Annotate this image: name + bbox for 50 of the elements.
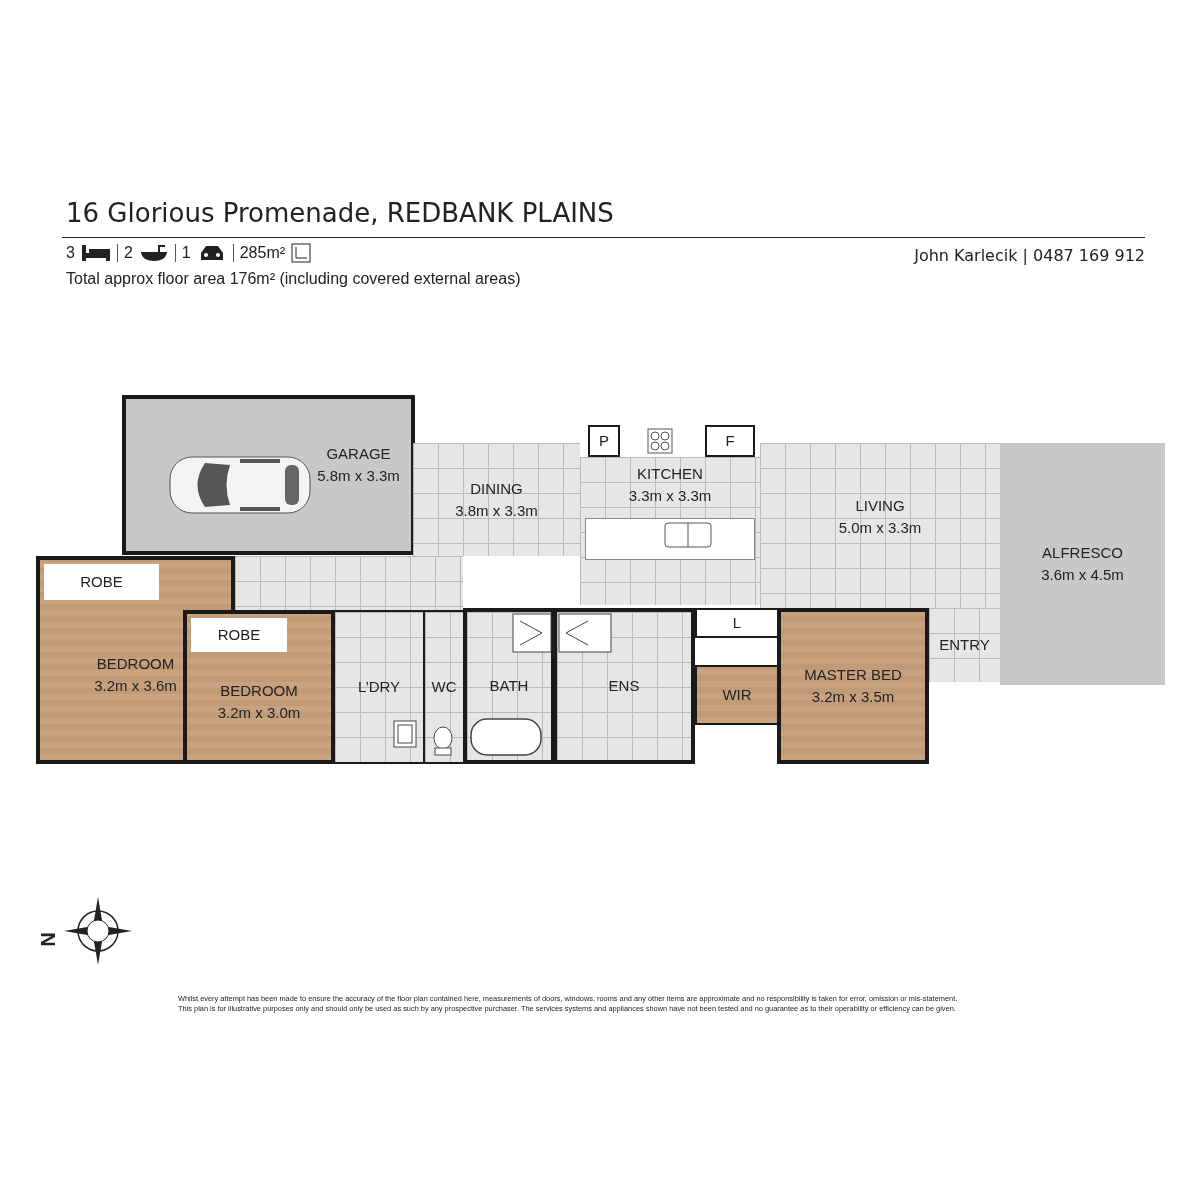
alfresco-area [1000,443,1165,685]
master-bedroom-room [777,608,929,764]
room-name: GARAGE [326,444,391,465]
laundry-room [333,610,425,764]
ensuite-room [553,608,695,764]
room-name: MASTER BED [804,665,902,686]
living-area [760,443,1000,610]
room-dimensions: 3.3m x 3.3m [628,485,712,506]
room-dimensions: 3.2m x 3.0m [217,703,301,723]
room-name: L [732,613,742,634]
room-dimensions: 3.2m x 3.5m [811,687,895,707]
room-name: ALFRESCO [1042,543,1123,564]
robe-cupboard [191,618,287,652]
room-name: BATH [489,676,529,697]
stat-value: 3 [66,244,75,262]
room-name: DINING [470,478,523,499]
fridge-space [705,425,755,457]
room-dimensions: 3.6m x 4.5m [1041,565,1124,585]
robe-cupboard [44,564,159,600]
entry-area [929,608,1000,682]
room-name: BEDROOM [220,681,298,702]
room-name: F [725,431,735,452]
floor-area-note: Total approx floor area 176m² (including covered external areas) [66,270,521,288]
title: 16 Glorious Promenade, REDBANK PLAINS [66,198,614,228]
bedroom-room [183,610,335,764]
linen-cupboard [695,608,779,638]
hallway-floor [235,556,463,610]
agent-contact: John Karlecik | 0487 169 912 [914,246,1145,265]
room-name: ROBE [80,572,123,593]
room-name: ENS [608,676,640,697]
pantry-cupboard [588,425,620,457]
room-name: WIR [722,685,752,706]
room-name: P [599,431,609,452]
room-dimensions: 5.0m x 3.3m [838,517,922,538]
room-name: BEDROOM [96,654,175,675]
stat-value: 285m² [239,244,286,262]
room-name: WC [431,677,457,698]
room-name: L’DRY [357,677,401,698]
room-name: ROBE [217,625,261,646]
room-dimensions: 3.2m x 3.6m [94,676,177,696]
dining-area [413,443,580,556]
room-name: LIVING [855,495,905,516]
room-dimensions: 5.8m x 3.3m [317,466,400,486]
room-name: KITCHEN [637,464,703,484]
room-name: ENTRY [939,635,990,656]
room-dimensions: 3.8m x 3.3m [455,500,538,521]
stat-value: 1 [181,244,191,262]
walk-in-robe [695,665,779,725]
north-label: N [35,932,59,947]
stat-value: 2 [123,244,133,262]
